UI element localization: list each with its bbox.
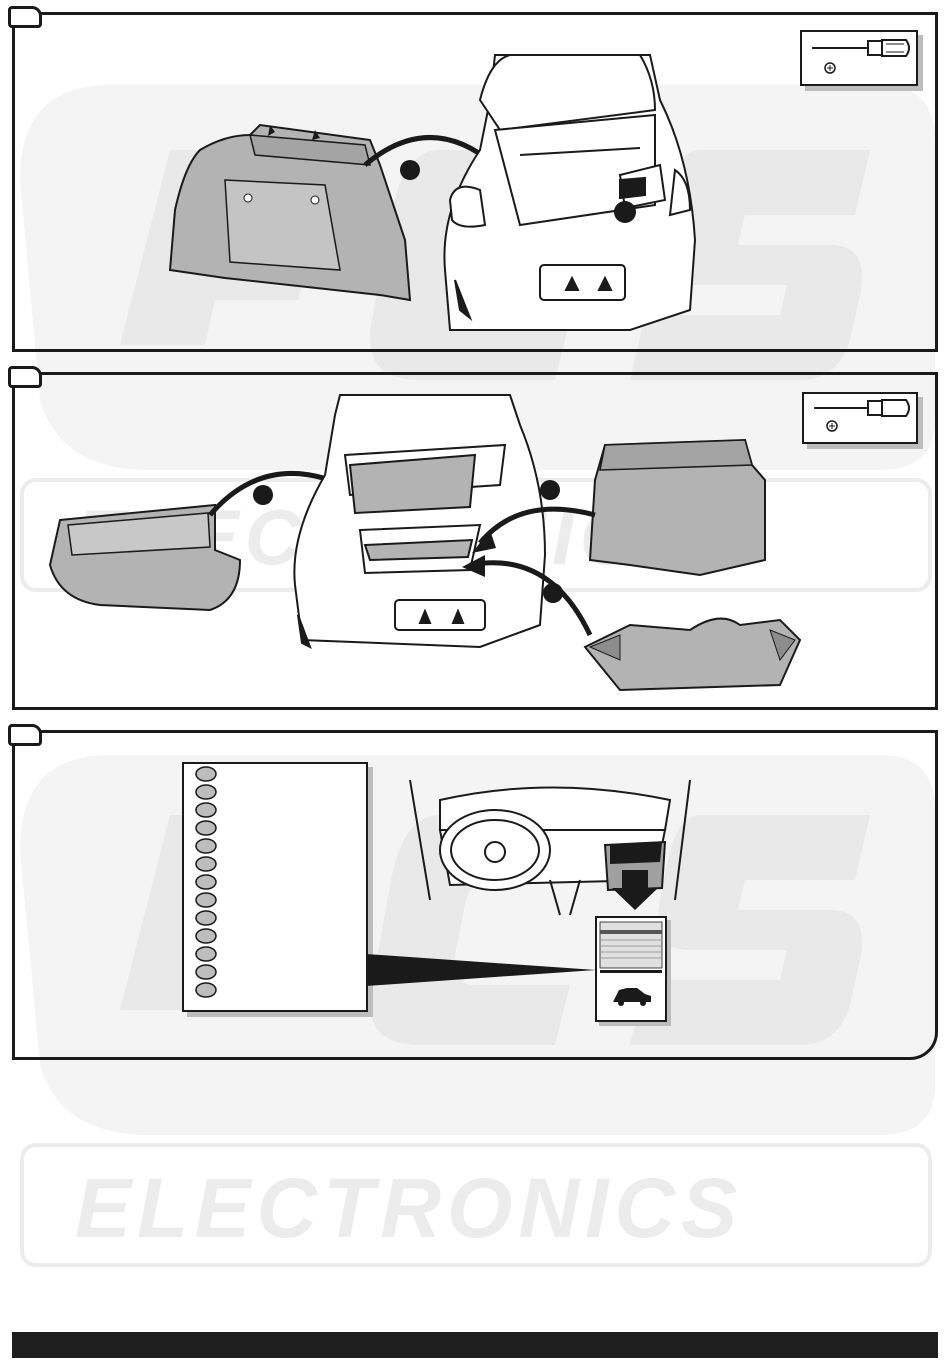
step-1-number-tab [8, 6, 42, 28]
connector-dot [196, 947, 216, 961]
phillips-screwdriver-icon [802, 32, 916, 84]
connector-dot [196, 983, 216, 997]
connector-dot [196, 821, 216, 835]
step-1-tool-box [800, 30, 918, 86]
step-3-number-tab [8, 724, 42, 746]
connector-dot [196, 875, 216, 889]
watermark-electronics-2: ELECTRONICS [75, 1160, 743, 1257]
step-2-number-tab [8, 366, 42, 388]
rear-sill-trim [585, 619, 800, 690]
step-1-illustration [150, 40, 710, 340]
owner-manual-booklet [595, 916, 667, 1022]
pointer-wedge [366, 940, 606, 1000]
callout-dot-3 [543, 583, 563, 603]
connector-dot [196, 911, 216, 925]
car-rear-open-hatch [444, 55, 695, 330]
car-icon [613, 988, 651, 1002]
connector-dot [196, 857, 216, 871]
callout-dot-2 [614, 201, 636, 223]
phillips-screwdriver-icon [804, 394, 916, 442]
connector-dot [196, 785, 216, 799]
parcel-shelf [50, 505, 240, 610]
connector-dot [196, 929, 216, 943]
callout-dot-2 [540, 480, 560, 500]
connector-list [182, 762, 368, 1012]
callout-dot-1 [400, 160, 420, 180]
side-trim-panel [170, 125, 410, 300]
connector-dot [196, 767, 216, 781]
connector-dot [196, 803, 216, 817]
step-2-illustration [40, 385, 820, 700]
dashboard-illustration [400, 770, 700, 920]
footer-bar [12, 1332, 938, 1358]
boot-floor-panel [590, 440, 765, 575]
connector-dot [196, 893, 216, 907]
connector-dot [196, 965, 216, 979]
callout-dot-1 [253, 485, 273, 505]
connector-dot [196, 839, 216, 853]
